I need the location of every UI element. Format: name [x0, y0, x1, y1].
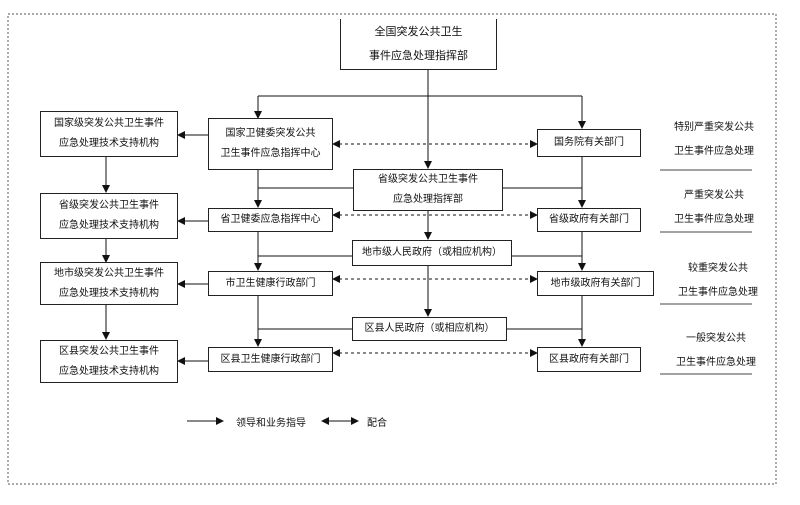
box-line: 应急处理技术支持机构	[59, 220, 159, 231]
box-line: 省卫健委应急指挥中心	[220, 214, 321, 225]
box-line: 地市级人民政府（或相应机构）	[362, 247, 502, 258]
city-government-box: 地市级人民政府（或相应机构）	[352, 240, 512, 266]
provincial-tech-support-box: 省级突发公共卫生事件 应急处理技术支持机构	[40, 193, 178, 239]
national-tech-support-box: 国家级突发公共卫生事件 应急处理技术支持机构	[40, 111, 178, 157]
box-line: 地市级突发公共卫生事件	[54, 267, 164, 279]
box-line: 市卫生健康行政部门	[225, 277, 316, 289]
level-label-general: 一般突发公共 卫生事件应急处理	[656, 327, 776, 375]
district-government-box: 区县人民政府（或相应机构）	[352, 317, 507, 341]
box-line: 省级突发公共卫生事件	[378, 174, 478, 185]
level-line: 卫生事件应急处理	[674, 146, 754, 157]
box-line: 事件应急处理指挥部	[369, 49, 468, 62]
legend-coop-label: 配合	[367, 418, 387, 429]
city-tech-support-box: 地市级突发公共卫生事件 应急处理技术支持机构	[40, 262, 178, 305]
box-line: 卫生事件应急指挥中心	[220, 148, 321, 159]
district-health-dept-box: 区县卫生健康行政部门	[208, 347, 333, 372]
box-line: 区县政府有关部门	[549, 353, 629, 365]
level-line: 卫生事件应急处理	[674, 214, 754, 225]
level-line: 较重突发公共	[688, 263, 748, 274]
city-gov-depts-box: 地市级政府有关部门	[537, 271, 654, 296]
box-line: 应急处理技术支持机构	[59, 365, 159, 377]
provincial-gov-depts-box: 省级政府有关部门	[537, 208, 641, 232]
box-line: 省级突发公共卫生事件	[59, 200, 159, 211]
level-line: 特别严重突发公共	[674, 122, 754, 133]
provincial-command-box: 省级突发公共卫生事件 应急处理指挥部	[353, 169, 503, 211]
box-line: 国家级突发公共卫生事件	[54, 118, 164, 129]
box-line: 省级政府有关部门	[549, 214, 629, 225]
level-line: 一般突发公共	[686, 333, 746, 344]
outer-frame	[7, 13, 777, 485]
city-health-dept-box: 市卫生健康行政部门	[208, 271, 333, 296]
box-line: 应急处理技术支持机构	[59, 138, 159, 149]
national-health-command-center-box: 国家卫健委突发公共 卫生事件应急指挥中心	[208, 118, 333, 170]
level-line: 卫生事件应急处理	[676, 357, 756, 368]
box-line: 地市级政府有关部门	[550, 277, 641, 289]
box-line: 国家卫健委突发公共	[225, 128, 316, 139]
level-line: 严重突发公共	[684, 190, 744, 201]
box-line: 区县卫生健康行政部门	[220, 353, 321, 365]
box-line: 应急处理技术支持机构	[59, 287, 159, 299]
district-gov-depts-box: 区县政府有关部门	[537, 347, 641, 372]
box-line: 国务院有关部门	[554, 137, 624, 148]
state-council-depts-box: 国务院有关部门	[537, 129, 641, 157]
box-line: 应急处理指挥部	[393, 194, 463, 205]
provincial-health-command-center-box: 省卫健委应急指挥中心	[208, 208, 333, 232]
level-label-especially-serious: 特别严重突发公共 卫生事件应急处理	[654, 116, 774, 164]
level-line: 卫生事件应急处理	[678, 287, 758, 298]
legend-lead-label: 领导和业务指导	[236, 418, 306, 429]
level-label-serious: 严重突发公共 卫生事件应急处理	[654, 184, 774, 232]
box-line: 区县人民政府（或相应机构）	[364, 323, 495, 334]
level-label-relatively-serious: 较重突发公共 卫生事件应急处理	[658, 257, 778, 305]
box-line: 区县突发公共卫生事件	[59, 345, 159, 357]
district-tech-support-box: 区县突发公共卫生事件 应急处理技术支持机构	[40, 340, 178, 383]
national-command-box: 全国突发公共卫生 事件应急处理指挥部	[340, 19, 497, 70]
box-line: 全国突发公共卫生	[374, 25, 463, 38]
